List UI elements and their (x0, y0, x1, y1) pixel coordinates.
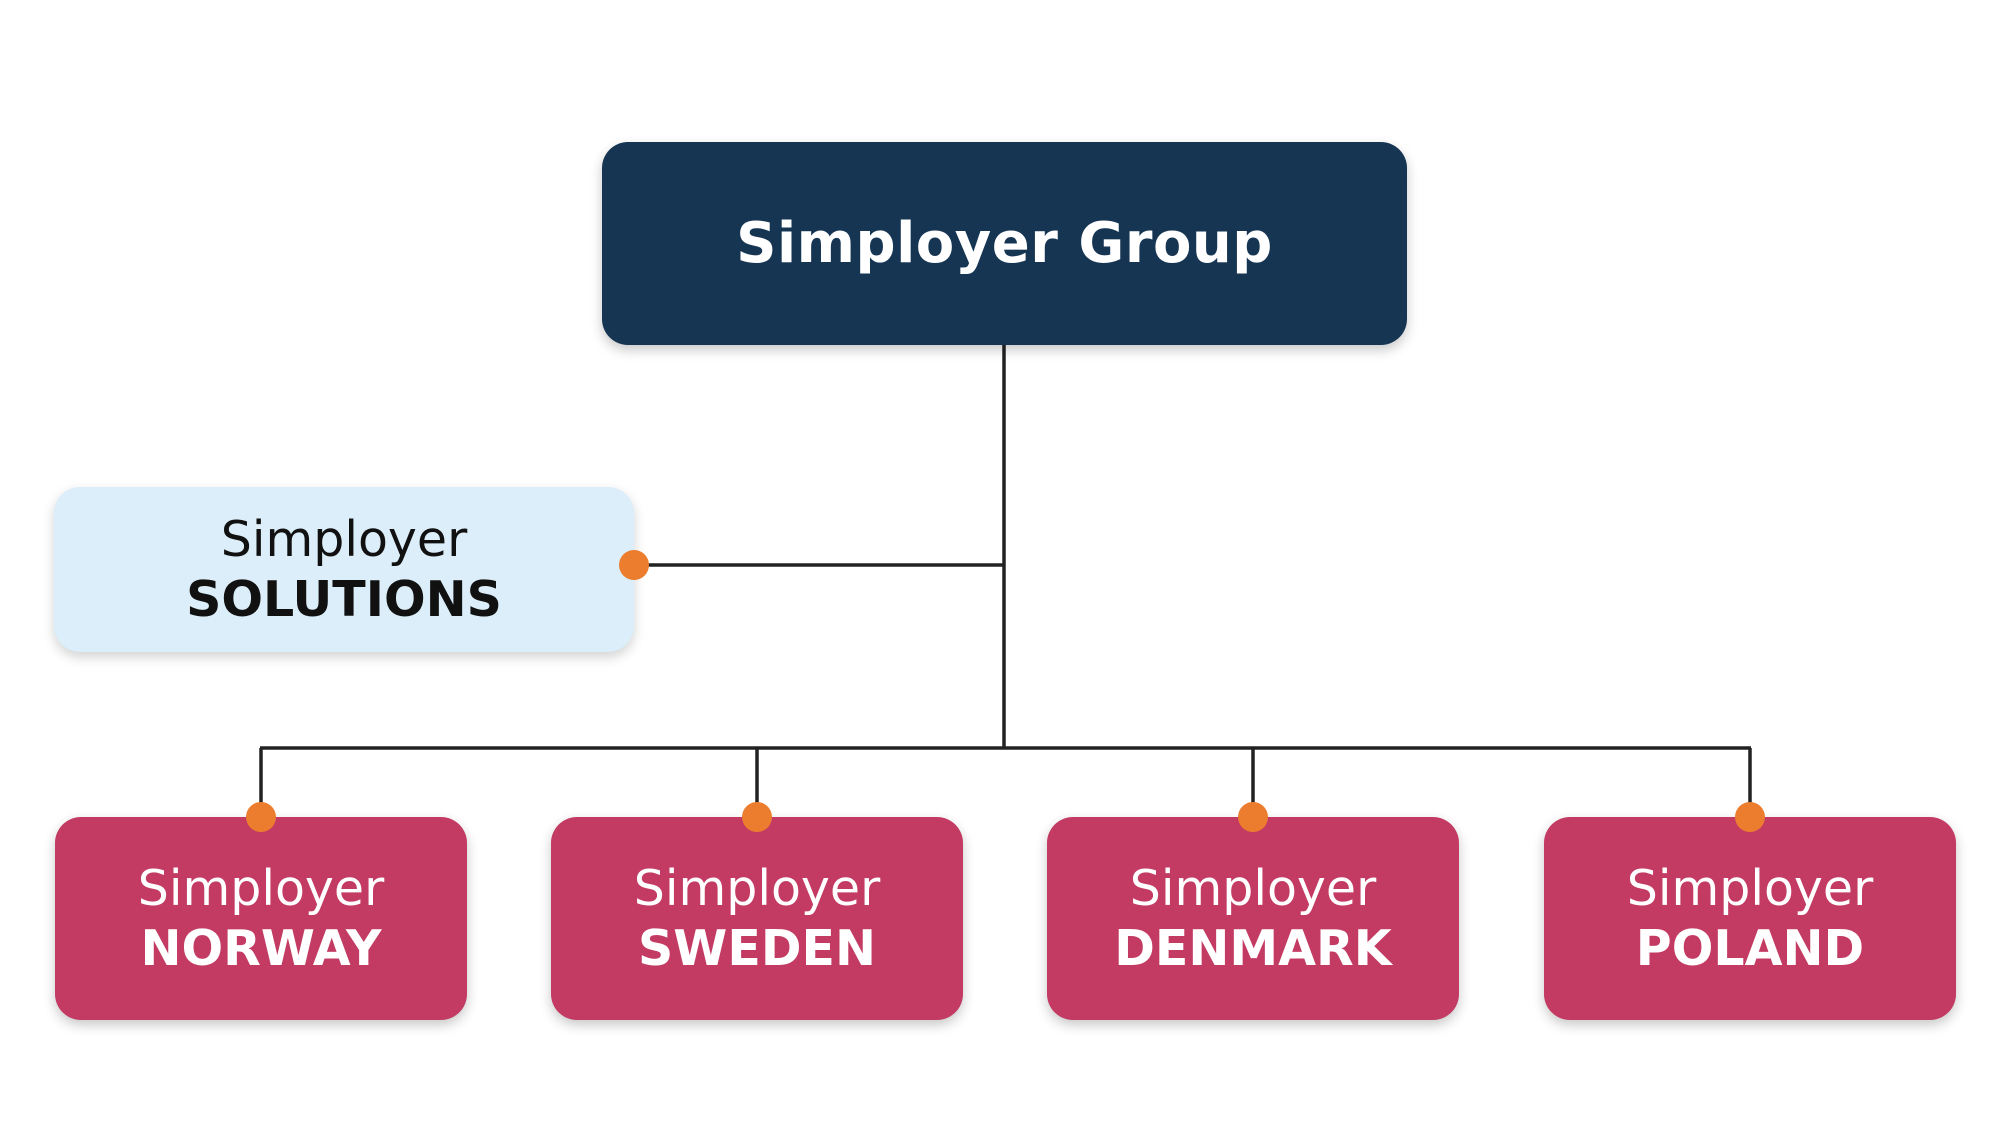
poland-connector-dot (1735, 802, 1765, 832)
unit-node-line2: POLAND (1635, 919, 1865, 977)
denmark-connector-dot (1238, 802, 1268, 832)
root-node-title: Simployer Group (736, 211, 1273, 276)
unit-node-denmark: Simployer DENMARK (1047, 817, 1459, 1020)
side-node-line2: SOLUTIONS (186, 570, 502, 628)
sweden-connector-dot (742, 802, 772, 832)
root-node-simployer-group: Simployer Group (602, 142, 1407, 345)
side-node-line1: Simployer (220, 510, 468, 568)
unit-node-line1: Simployer (1626, 859, 1874, 917)
unit-node-sweden: Simployer SWEDEN (551, 817, 963, 1020)
unit-node-line1: Simployer (1129, 859, 1377, 917)
solutions-connector-dot (619, 550, 649, 580)
unit-node-line2: SWEDEN (638, 919, 876, 977)
unit-node-line2: NORWAY (140, 919, 382, 977)
unit-node-line1: Simployer (137, 859, 385, 917)
norway-connector-dot (246, 802, 276, 832)
side-node-solutions: Simployer SOLUTIONS (54, 487, 634, 652)
unit-node-norway: Simployer NORWAY (55, 817, 467, 1020)
unit-node-line2: DENMARK (1114, 919, 1392, 977)
unit-node-poland: Simployer POLAND (1544, 817, 1956, 1020)
unit-node-line1: Simployer (633, 859, 881, 917)
